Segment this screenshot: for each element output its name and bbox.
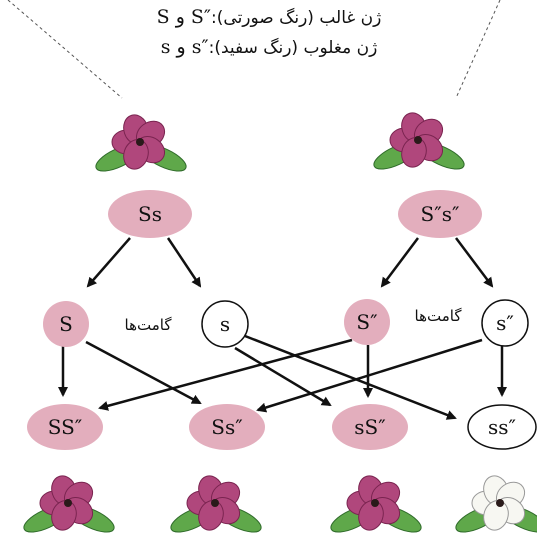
legend-pointer-left (7, 0, 123, 99)
gamete-allele-s: s (220, 312, 230, 336)
arrow-s2-to-Ss2 (256, 338, 483, 413)
offspring-node-1 (27, 404, 103, 450)
arrow-s-to-sS2 (234, 346, 332, 407)
offspring-node-2 (189, 404, 265, 450)
gamete-node-S2 (344, 299, 390, 345)
flower-center-icon (64, 499, 72, 507)
parent-genotype-right: S″s″ (421, 202, 460, 226)
gamete-node-s2 (481, 299, 529, 347)
parent-flower-right (373, 112, 465, 170)
offspring-node-3 (332, 404, 408, 450)
cross-arrows (58, 237, 507, 420)
arrow-parent-left-to-S (86, 237, 131, 288)
flower-center-icon (414, 136, 422, 144)
offspring-node-4 (467, 404, 537, 450)
legend-pointer-right (455, 0, 501, 99)
arrow-S-to-Ss2 (85, 340, 202, 405)
gamete-node-S (43, 301, 89, 347)
flower-center-icon (136, 138, 144, 146)
arrow-parent-left-to-s (166, 237, 202, 288)
legend-recessive-symbols: s و s″ (160, 36, 209, 58)
arrow-s-to-ss2 (244, 334, 457, 420)
offspring-genotype-4: ss″ (488, 415, 516, 439)
arrow-S2-to-SS2 (98, 338, 353, 411)
offspring-flower-2 (170, 475, 262, 533)
legend-dominant: S و S″:ژن غالب (رنگ صورتی) (138, 6, 400, 28)
gamete-allele-s2: s″ (496, 311, 514, 335)
flower-center-icon (211, 499, 219, 507)
offspring-flower-3 (330, 475, 422, 533)
legend-dominant-symbols: S و S″ (156, 6, 212, 28)
offspring-genotype-3: sS″ (354, 415, 385, 439)
offspring-flower-4 (455, 475, 537, 533)
gametes-label-right: گامت‌ها (415, 307, 463, 325)
offspring-genotype-1: SS″ (48, 415, 83, 439)
flower-center-icon (496, 499, 504, 507)
parent-node-right (398, 190, 482, 238)
parent-flower-left (95, 114, 187, 172)
arrow-parent-right-to-s2 (455, 237, 494, 288)
parent-genotype-left: Ss (138, 202, 162, 226)
offspring-flower-1 (23, 475, 115, 533)
offspring-genotype-2: Ss″ (211, 415, 242, 439)
parent-node-left (108, 190, 192, 238)
flower-center-icon (371, 499, 379, 507)
legend-recessive-text: :ژن مغلوب (رنگ سفید) (208, 38, 378, 58)
legend-dominant-text: :ژن غالب (رنگ صورتی) (211, 8, 382, 28)
gamete-allele-S: S (59, 312, 73, 336)
gametes-label-left: گامت‌ها (125, 316, 173, 334)
gamete-node-s (201, 300, 249, 348)
arrow-parent-right-to-S2 (380, 237, 419, 288)
legend-recessive: s و s″:ژن مغلوب (رنگ سفید) (138, 36, 400, 58)
gamete-allele-S2: S″ (356, 310, 377, 334)
